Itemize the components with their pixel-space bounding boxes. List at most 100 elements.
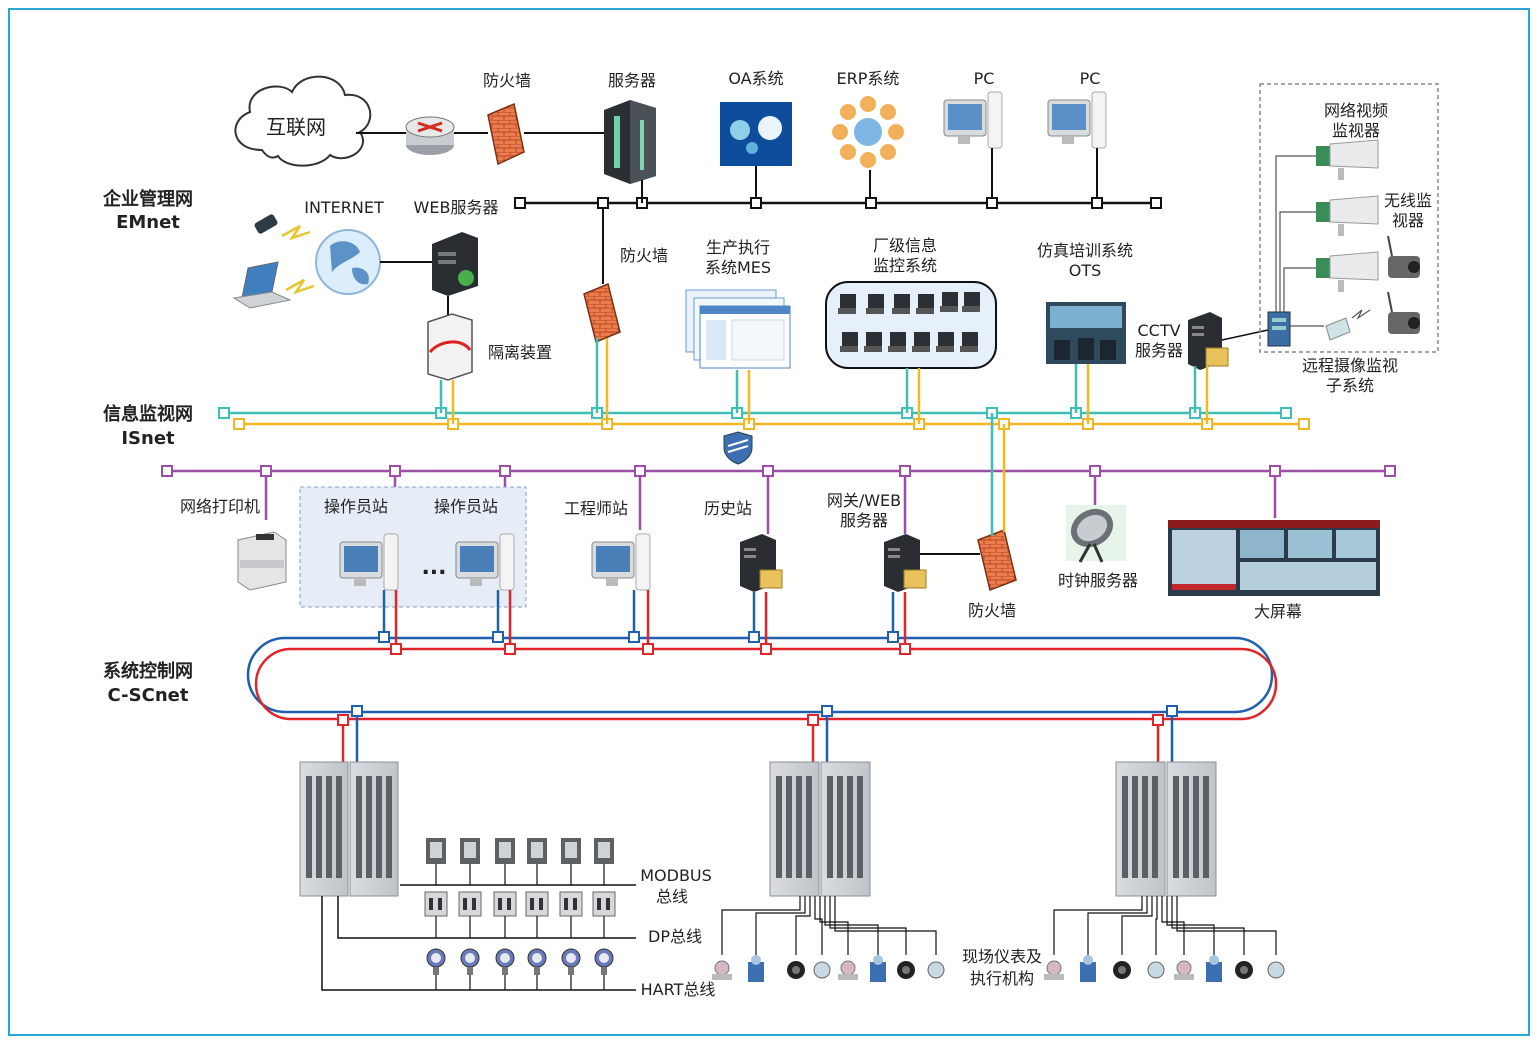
mobile-phone-icon [254, 214, 311, 241]
bus-node [762, 465, 774, 477]
mes-screens-icon [685, 289, 791, 369]
bus-node [499, 465, 511, 477]
gateway-label-line2: 服务器 [840, 511, 888, 530]
router-icon [405, 116, 455, 155]
cctv-server-icon [1188, 312, 1229, 370]
emnet-cn-label: 企业管理网 [102, 188, 193, 210]
field-label-line2: 执行机构 [970, 969, 1034, 988]
field-wire [1171, 896, 1245, 955]
bus-node [1089, 465, 1101, 477]
field-wire [1155, 896, 1158, 955]
network-camera-icon [1316, 251, 1379, 292]
bus-node [337, 714, 349, 726]
workstation-mini-icon [864, 332, 882, 352]
hart-bus [321, 896, 636, 991]
cctv-label-line2: 服务器 [1135, 341, 1183, 360]
field-wire [814, 896, 823, 955]
pc1-label: PC [974, 69, 995, 88]
camera-switch-lines [1275, 155, 1324, 327]
workstation-icon [455, 533, 515, 591]
isnet-en-label: ISnet [121, 428, 175, 449]
dp-device-icon [592, 891, 616, 917]
clock-label: 时钟服务器 [1058, 571, 1138, 590]
bus-node [1280, 407, 1292, 419]
modbus-device-icon [426, 838, 446, 864]
isolation-device-icon [427, 313, 473, 381]
network-camera-icon [1316, 139, 1379, 180]
modbus-label-line1: MODBUS [640, 866, 712, 885]
gateway-server-icon [884, 534, 927, 592]
remote-label-line2: 子系统 [1326, 376, 1374, 395]
wireless-camera-icon [1387, 291, 1420, 334]
workstation-mini-icon [940, 292, 958, 312]
globe-icon [315, 229, 381, 295]
workstation-mini-icon [888, 332, 906, 352]
shield-icon [723, 431, 753, 465]
bus-node [760, 643, 772, 655]
dp-device-icon [424, 891, 448, 917]
pc1-icon [943, 91, 1003, 149]
printer-label: 网络打印机 [180, 497, 260, 516]
ots-label-line2: OTS [1069, 261, 1102, 280]
big-screen-icon [1168, 520, 1380, 596]
bus-node [1269, 465, 1281, 477]
field-instrument-icon [1044, 960, 1064, 980]
dp-device-icon [458, 891, 482, 917]
firewall-top-label: 防火墙 [483, 71, 531, 90]
hart-transmitter-icon [561, 948, 581, 975]
web-server-icon [432, 232, 478, 296]
mes-label-line2: 系统MES [705, 258, 771, 277]
workstation-mini-icon [962, 292, 980, 312]
workstation-mini-icon [840, 332, 858, 352]
workstation-mini-icon [912, 332, 930, 352]
bus-node [218, 407, 230, 419]
field-instrument-icon [748, 955, 764, 982]
bus-node [504, 643, 516, 655]
field-wire [1161, 896, 1185, 955]
bus-node [260, 465, 272, 477]
internet-en-label: INTERNET [304, 198, 384, 217]
field-wire [1121, 896, 1153, 955]
bus-node [161, 465, 173, 477]
oa-system-icon [720, 102, 792, 166]
firewall-mid-icon [583, 282, 621, 344]
bus-node [887, 631, 899, 643]
plant-workstation-icons [838, 292, 980, 352]
field-instrument-icon [787, 961, 805, 979]
bus-node [821, 705, 833, 717]
engineer-label: 工程师站 [564, 499, 628, 518]
printer-icon [237, 531, 287, 591]
field-instrument-icon [927, 961, 945, 979]
server-rack-icon [604, 100, 656, 184]
ellipsis-label: ... [421, 555, 446, 580]
pc2-icon [1047, 91, 1107, 149]
bus-node [628, 631, 640, 643]
bus-node [351, 705, 363, 717]
field-wire [795, 896, 811, 955]
field-wire [834, 896, 937, 955]
erp-label: ERP系统 [837, 69, 900, 88]
dp-device-icon [559, 891, 583, 917]
outer-frame [8, 8, 1530, 1036]
modbus-label-line2: 总线 [656, 887, 688, 906]
firewall-top-icon [487, 102, 525, 166]
workstation-mini-icon [892, 294, 910, 314]
field-instrument-icon [897, 961, 915, 979]
dp-device-icon [493, 891, 517, 917]
web-server-label: WEB服务器 [414, 198, 499, 217]
wireless-label-line2: 视器 [1392, 211, 1424, 230]
plant-label-line1: 厂级信息 [873, 236, 937, 255]
bus-node [378, 631, 390, 643]
remote-label-line1: 远程摄像监视 [1302, 356, 1398, 375]
history-server-icon [740, 534, 783, 592]
hart-transmitter-icon [495, 948, 515, 975]
bus-node [807, 714, 819, 726]
field-instrument-icon [1113, 961, 1131, 979]
workstation-mini-icon [916, 294, 934, 314]
field-instrument-icon [1206, 955, 1222, 982]
wireless-transmitter-icon [1325, 309, 1371, 341]
bus-node [642, 643, 654, 655]
cscnet-en-label: C-SCnet [108, 685, 189, 706]
